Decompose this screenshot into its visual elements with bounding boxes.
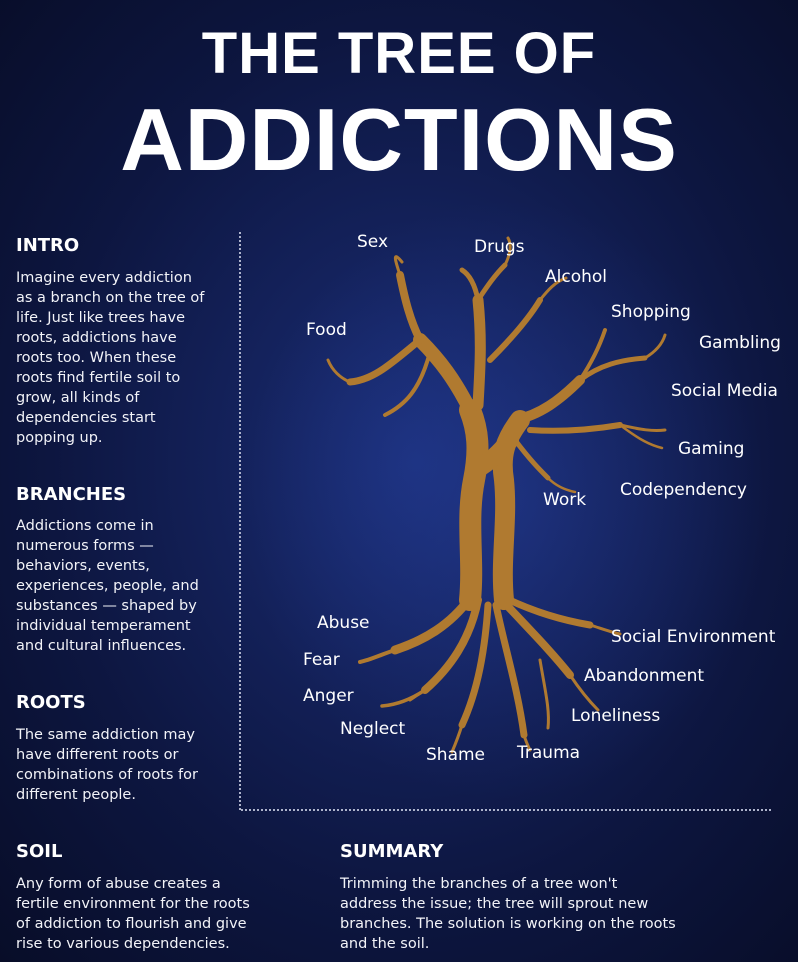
- branch-label-shopping: Shopping: [611, 302, 691, 322]
- intro-line: grow, all kinds of: [16, 390, 140, 406]
- root-label-abuse: Abuse: [317, 613, 370, 633]
- branches-line: substances — shaped by: [16, 598, 197, 614]
- branches-line: experiences, people, and: [16, 578, 199, 594]
- branch-label-food: Food: [306, 320, 347, 340]
- soil-line: fertile environment for the roots: [16, 896, 250, 912]
- summary-line: address the issue; the tree will sprout …: [340, 896, 649, 912]
- roots-line: combinations of roots for: [16, 767, 198, 783]
- soil-text: Any form of abuse creates a fertile envi…: [16, 874, 250, 954]
- soil-line: Any form of abuse creates a: [16, 876, 221, 892]
- root-label-neglect: Neglect: [340, 719, 406, 739]
- branches-line: numerous forms —: [16, 538, 154, 554]
- tree-branches: [326, 236, 667, 754]
- branch-label-gaming: Gaming: [678, 439, 745, 459]
- root-label-trauma: Trauma: [517, 743, 581, 763]
- roots-line: have different roots or: [16, 747, 179, 763]
- roots-line: The same addiction may: [16, 727, 195, 743]
- intro-line: life. Just like trees have: [16, 310, 185, 326]
- summary-heading: SUMMARY: [340, 841, 444, 862]
- root-label-fear: Fear: [303, 650, 340, 670]
- roots-text: The same addiction may have different ro…: [16, 725, 198, 805]
- branch-label-work: Work: [543, 490, 587, 510]
- branch-label-codependency: Codependency: [620, 480, 747, 500]
- title-line-1: THE TREE OF: [201, 21, 597, 86]
- root-label-social-environment: Social Environment: [611, 627, 776, 647]
- branches-line: behaviors, events,: [16, 558, 150, 574]
- soil-heading: SOIL: [16, 841, 63, 862]
- branches-heading: BRANCHES: [16, 484, 127, 505]
- intro-line: roots find fertile soil to: [16, 370, 181, 386]
- branch-label-gambling: Gambling: [699, 333, 781, 353]
- intro-line: Imagine every addiction: [16, 270, 192, 286]
- summary-line: Trimming the branches of a tree won't: [340, 876, 618, 892]
- root-label-anger: Anger: [303, 686, 354, 706]
- intro-text: Imagine every addiction as a branch on t…: [16, 268, 204, 448]
- intro-line: roots too. When these: [16, 350, 177, 366]
- branches-line: Addictions come in: [16, 518, 154, 534]
- roots-line: different people.: [16, 787, 136, 803]
- intro-line: as a branch on the tree of: [16, 290, 205, 306]
- divider-vertical: [239, 232, 241, 810]
- root-label-shame: Shame: [426, 745, 486, 765]
- summary-text: Trimming the branches of a tree won't ad…: [340, 874, 676, 954]
- branches-line: and cultural influences.: [16, 638, 187, 654]
- roots-heading: ROOTS: [16, 692, 86, 713]
- intro-line: roots, addictions have: [16, 330, 177, 346]
- intro-heading: INTRO: [16, 235, 80, 256]
- branch-label-drugs: Drugs: [474, 237, 525, 257]
- branch-label-social-media: Social Media: [671, 381, 778, 401]
- title-line-2: ADDICTIONS: [120, 90, 678, 189]
- branches-text: Addictions come in numerous forms — beha…: [16, 516, 199, 656]
- summary-line: and the soil.: [340, 936, 430, 952]
- branch-label-alcohol: Alcohol: [545, 267, 607, 287]
- branches-line: individual temperament: [16, 618, 191, 634]
- root-label-loneliness: Loneliness: [571, 706, 661, 726]
- branch-label-sex: Sex: [357, 232, 389, 252]
- soil-line: of addiction to flourish and give: [16, 916, 247, 932]
- summary-line: branches. The solution is working on the…: [340, 916, 676, 932]
- intro-line: dependencies start: [16, 410, 156, 426]
- intro-line: popping up.: [16, 430, 103, 446]
- divider-horizontal: [241, 809, 771, 811]
- soil-line: rise to various dependencies.: [16, 936, 230, 952]
- root-label-abandonment: Abandonment: [584, 666, 705, 686]
